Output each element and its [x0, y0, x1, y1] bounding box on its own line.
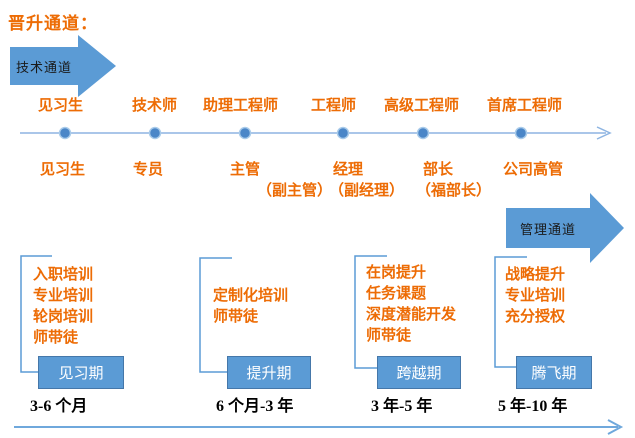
phase-4-item: 充分授权: [505, 308, 566, 325]
tech-stage-chief-engineer: 首席工程师: [487, 97, 563, 114]
management-channel-arrow-body: 管理通道: [506, 208, 590, 248]
mgmt-stage-director: 部长: [423, 161, 454, 178]
tech-stage-senior-engineer: 高级工程师: [384, 97, 460, 114]
phase-2-duration: 6 个月-3 年: [216, 398, 294, 415]
phase-4-item: 专业培训: [505, 287, 566, 304]
tech-stage-asst-engineer: 助理工程师: [203, 97, 279, 114]
management-channel-arrow: 管理通道: [506, 193, 624, 263]
phase-1-box: 见习期: [38, 356, 124, 389]
mgmt-stage-director-sub: （福部长）: [416, 182, 492, 199]
timeline-dot-4: [336, 126, 350, 140]
tech-stage-engineer: 工程师: [311, 97, 357, 114]
mgmt-stage-executive: 公司高管: [503, 161, 564, 178]
timeline-dot-1: [58, 126, 72, 140]
technical-channel-arrow-body: 技术通道: [10, 47, 78, 85]
phase-3-duration: 3 年-5 年: [371, 398, 433, 415]
timeline-dot-5: [416, 126, 430, 140]
phase-3-item: 深度潜能开发: [366, 306, 457, 323]
phase-1-item: 入职培训: [33, 266, 94, 283]
mgmt-stage-manager-sub: （副经理）: [329, 182, 405, 199]
bottom-timeline-arrowhead-icon: [607, 419, 624, 435]
phase-2-item: 师带徒: [213, 308, 259, 325]
timeline-dot-3: [238, 126, 252, 140]
phase-1-item: 师带徒: [33, 329, 79, 346]
mgmt-stage-specialist: 专员: [133, 161, 164, 178]
phase-3-box: 跨越期: [377, 356, 461, 389]
phase-4-items: 战略提升 专业培训 充分授权: [505, 264, 565, 327]
phase-bracket-1: [20, 255, 52, 373]
phase-1-items: 入职培训 专业培训 轮岗培训 师带徒: [33, 264, 93, 348]
phase-3-item: 任务课题: [366, 285, 427, 302]
timeline-arrowhead-icon: [596, 126, 612, 140]
technical-channel-arrow: 技术通道: [10, 35, 126, 97]
management-channel-label: 管理通道: [519, 221, 576, 237]
mgmt-stage-supervisor: 主管: [230, 161, 261, 178]
phase-4-duration: 5 年-10 年: [498, 398, 568, 415]
phase-3-item: 师带徒: [366, 327, 412, 344]
phase-2-item: 定制化培训: [213, 287, 289, 304]
mgmt-stage-manager: 经理: [333, 161, 364, 178]
phase-2-box: 提升期: [227, 356, 311, 389]
tech-stage-trainee: 见习生: [38, 97, 84, 114]
mgmt-stage-trainee: 见习生: [40, 161, 86, 178]
management-channel-arrowhead-icon: [590, 193, 624, 263]
technical-channel-label: 技术通道: [15, 59, 72, 75]
phase-4-box: 腾飞期: [516, 356, 592, 389]
phase-bracket-3: [354, 255, 387, 369]
phase-1-duration: 3-6 个月: [30, 398, 88, 415]
phase-2-items: 定制化培训 师带徒: [213, 285, 288, 327]
phase-4-item: 战略提升: [505, 266, 566, 283]
phase-1-item: 专业培训: [33, 287, 94, 304]
technical-channel-arrowhead-icon: [78, 35, 116, 97]
phase-bracket-2: [199, 257, 232, 373]
timeline-dot-2: [148, 126, 162, 140]
phase-1-item: 轮岗培训: [33, 308, 94, 325]
mgmt-stage-supervisor-sub: （副主管）: [257, 182, 333, 199]
tech-stage-technician: 技术师: [132, 97, 178, 114]
phase-bracket-4: [494, 256, 527, 368]
phase-3-items: 在岗提升 任务课题 深度潜能开发 师带徒: [366, 262, 456, 346]
page-title: 晋升通道：: [8, 14, 98, 33]
timeline-dot-6: [514, 126, 528, 140]
phase-3-item: 在岗提升: [366, 264, 427, 281]
